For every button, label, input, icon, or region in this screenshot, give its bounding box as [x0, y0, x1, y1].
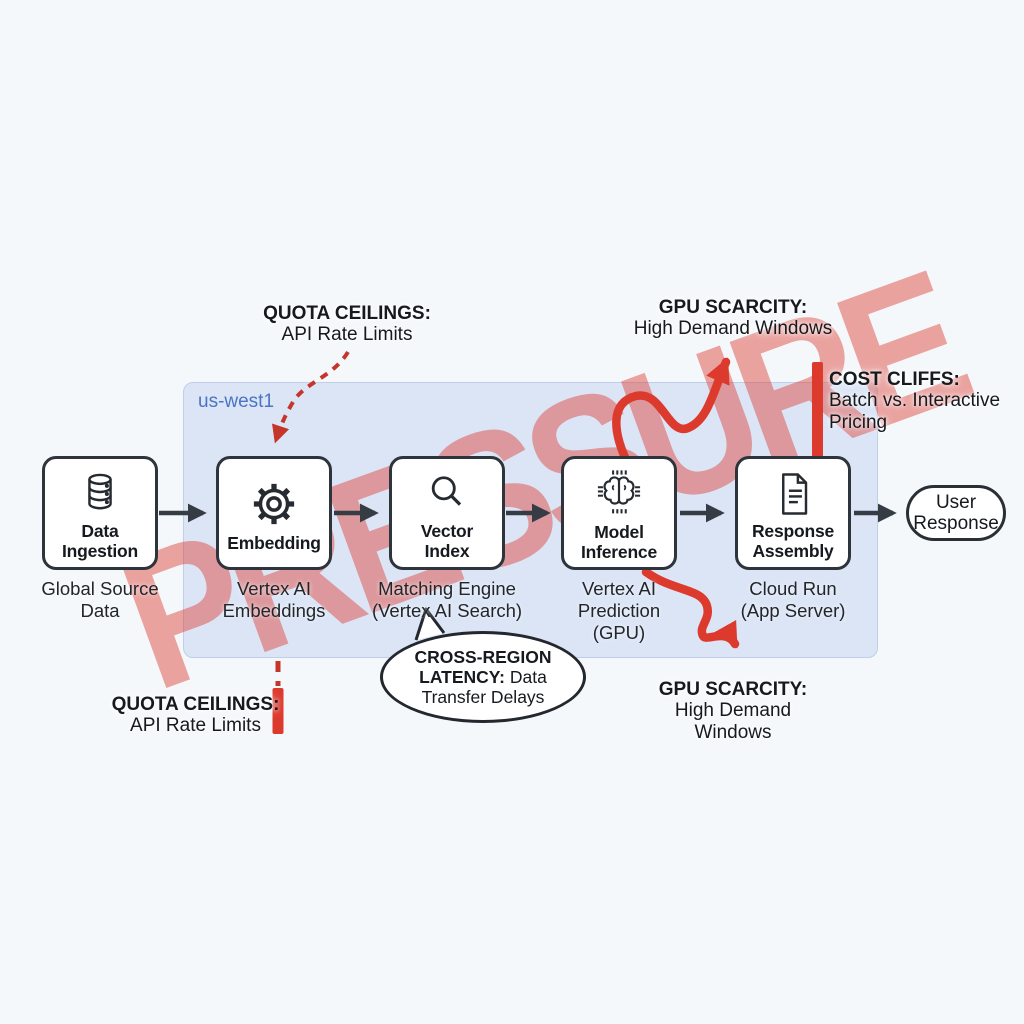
node-title: Model Inference [580, 522, 657, 562]
user-response-terminal: User Response [906, 485, 1006, 541]
search-icon [431, 476, 462, 507]
subtitle-data-ingestion: Global Source Data [41, 578, 159, 621]
latency-bubble-line3: Transfer Delays [421, 687, 545, 708]
latency-bubble-line2: LATENCY: Data [419, 666, 547, 687]
annotation-gpu-top: GPU SCARCITY: High Demand Windows [633, 297, 833, 340]
document-icon [782, 473, 808, 516]
subtitle-embedding: Vertex AI Embeddings [222, 578, 326, 621]
node-title: Data Ingestion [62, 521, 138, 561]
node-model-inference: Model Inference [561, 456, 677, 570]
node-vector-index: Vector Index [389, 456, 505, 570]
node-response-assembly: Response Assembly [735, 456, 851, 570]
node-data-ingestion: Data Ingestion [42, 456, 158, 570]
gear-icon [253, 484, 295, 525]
subtitle-response-assembly: Cloud Run (App Server) [740, 578, 846, 621]
node-title: Vector Index [420, 521, 474, 561]
annotation-cost-cliffs: COST CLIFFS: Batch vs. Interactive Prici… [829, 369, 1001, 433]
latency-bubble-heading: CROSS-REGION [414, 646, 552, 667]
brain-chip-icon [597, 470, 641, 514]
region-label: us-west1 [198, 391, 275, 412]
node-embedding: Embedding [216, 456, 332, 570]
database-icon [88, 474, 112, 510]
latency-bubble: CROSS-REGION LATENCY: Data Transfer Dela… [380, 631, 586, 723]
annotation-quota-top: QUOTA CEILINGS: API Rate Limits [263, 303, 431, 346]
node-title: Embedding [227, 533, 321, 554]
subtitle-model-inference: Vertex AI Prediction (GPU) [577, 578, 661, 643]
annotation-quota-bottom: QUOTA CEILINGS: API Rate Limits [111, 694, 280, 737]
node-title: Response Assembly [751, 521, 835, 561]
annotation-gpu-bottom: GPU SCARCITY: High Demand Windows [658, 679, 808, 743]
latency-bubble-tail [414, 607, 446, 641]
subtitle-vector-index: Matching Engine (Vertex AI Search) [371, 578, 523, 621]
